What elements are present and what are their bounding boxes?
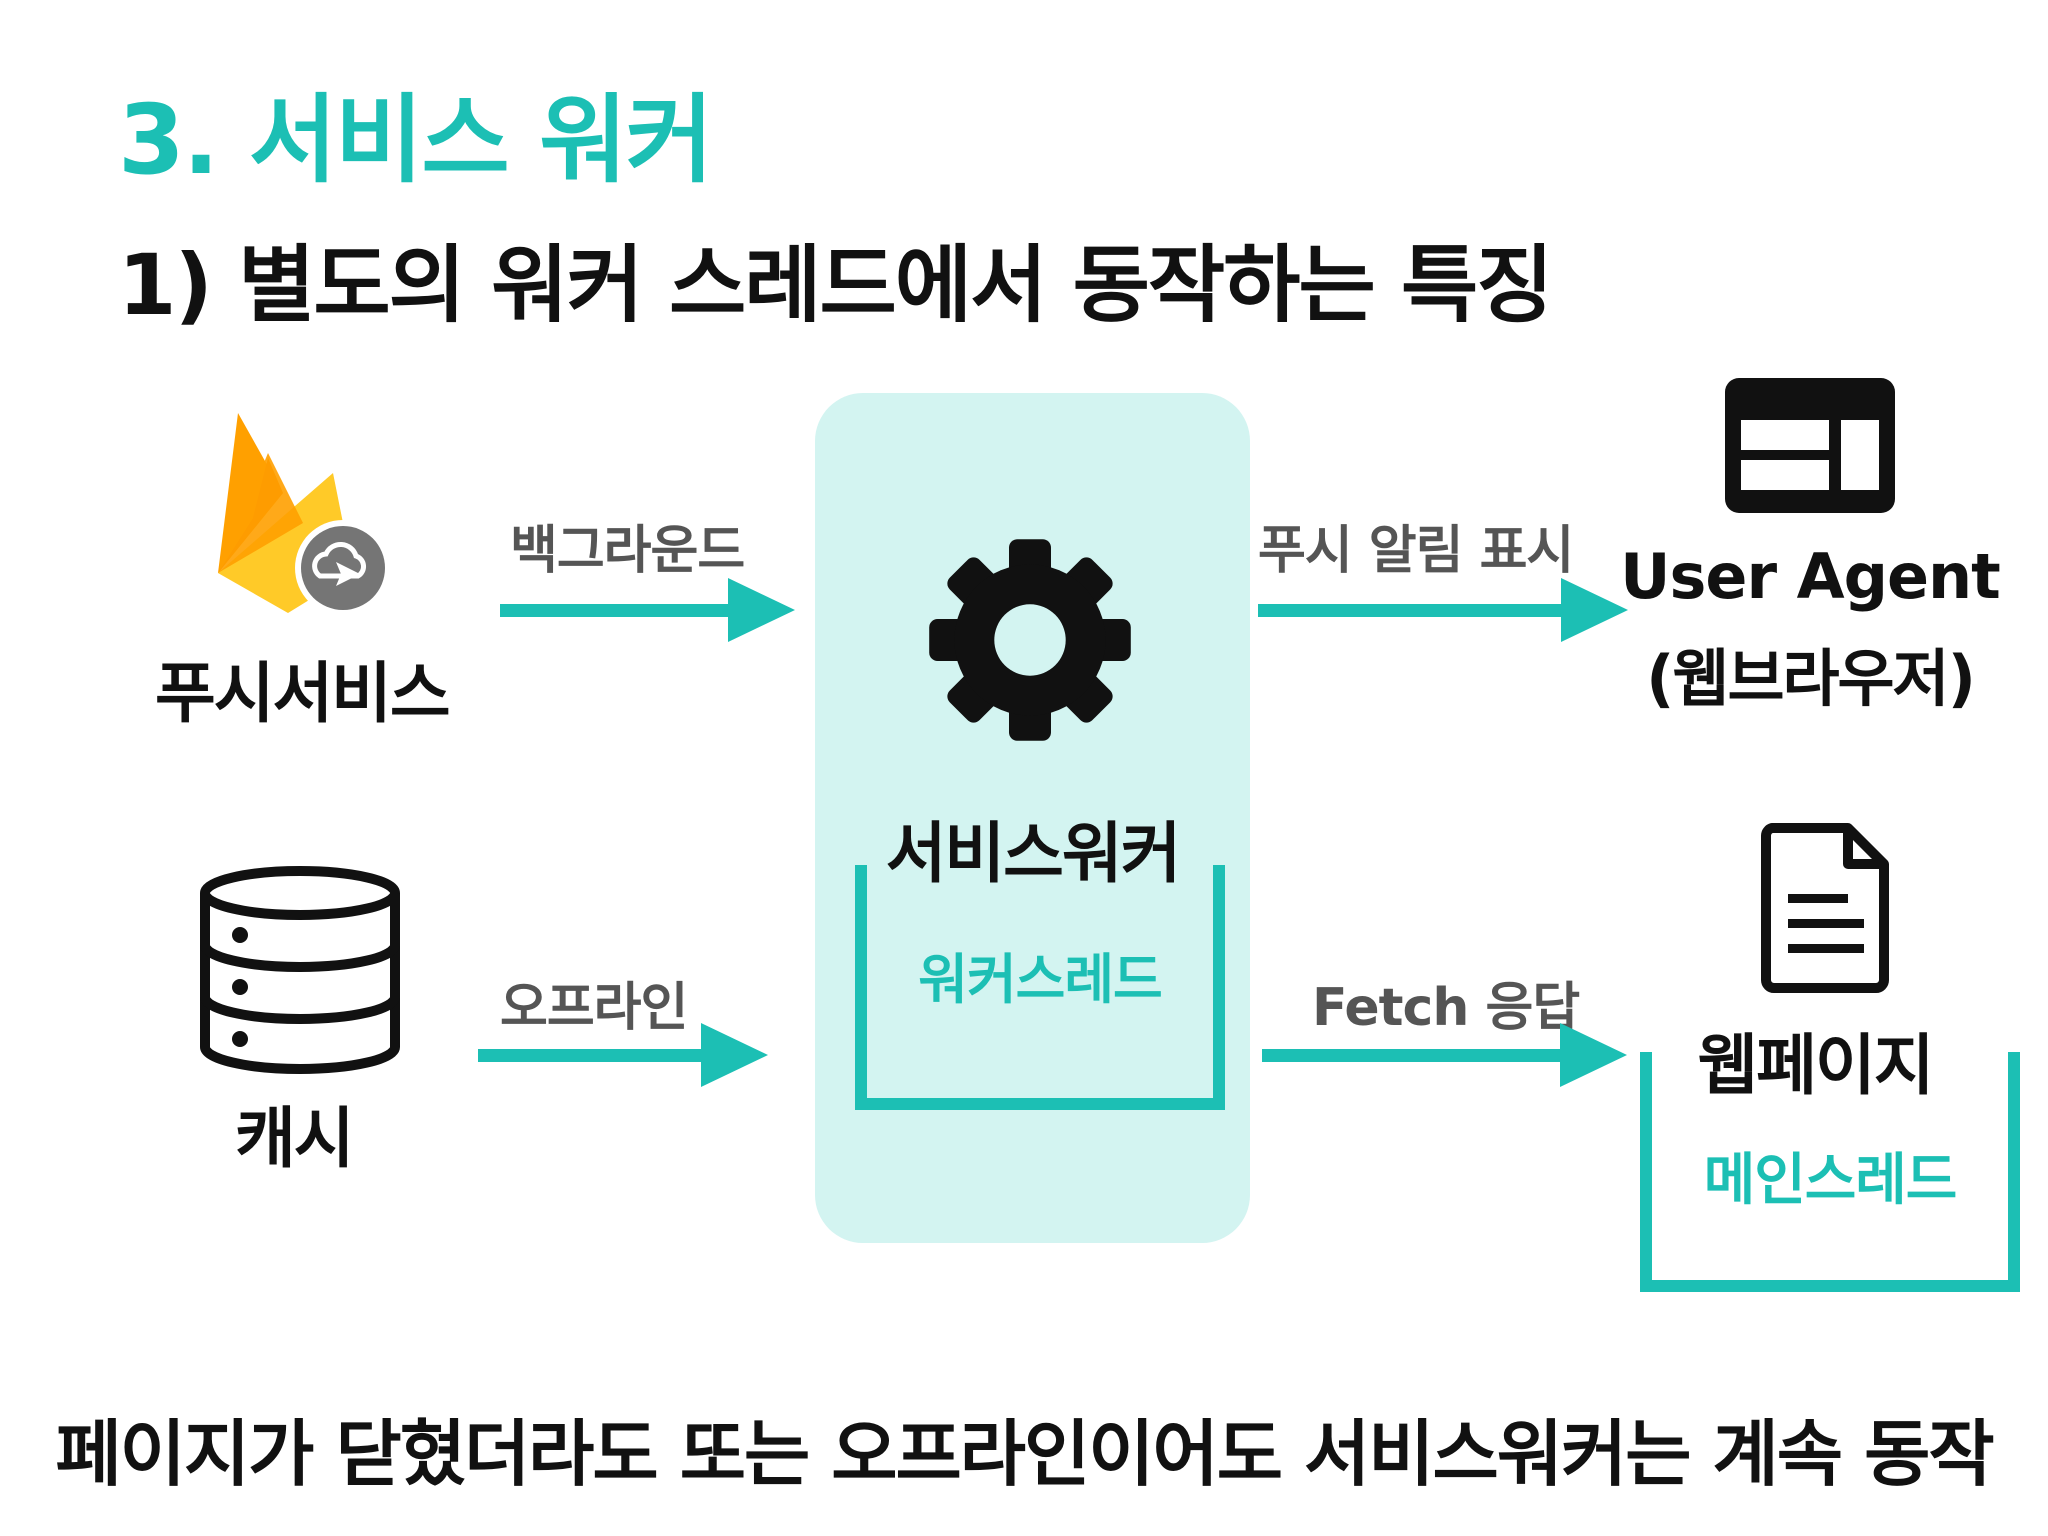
push-service-label: 푸시서비스 [155,655,451,732]
fetch-response-arrow [1262,1023,1627,1087]
slide-subtitle: 1) 별도의 워커 스레드에서 동작하는 특징 [118,236,1554,334]
service-worker-label: 서비스워커 [885,815,1182,892]
document-icon [1761,823,1889,993]
offline-arrow [478,1023,768,1087]
firebase-icon [218,413,391,616]
worker-thread-bracket [855,865,1225,1110]
main-thread-bracket [1640,1052,2020,1292]
user-agent-sublabel: (웹브라우저) [1646,642,1976,715]
webpage-label: 웹페이지 [1697,1027,1935,1104]
push-notify-arrow-label: 푸시 알림 표시 [1258,521,1574,581]
fetch-response-arrow-label: Fetch 응답 [1312,978,1580,1038]
user-agent-label: User Agent [1620,540,2001,613]
slide-title: 3. 서비스 워커 [118,84,714,196]
offline-arrow-label: 오프라인 [500,978,688,1038]
background-arrow-label: 백그라운드 [510,521,745,581]
gear-icon [929,539,1131,741]
push-notify-arrow [1258,578,1628,642]
database-icon [200,866,400,1074]
browser-window-icon [1725,378,1895,513]
main-thread-label: 메인스레드 [1703,1148,1958,1213]
cache-label: 캐시 [235,1100,354,1177]
footer-caption: 페이지가 닫혔더라도 또는 오프라인이어도 서비스워커는 계속 동작 [55,1412,1994,1496]
worker-thread-label: 워커스레드 [918,948,1162,1011]
background-arrow [500,578,795,642]
